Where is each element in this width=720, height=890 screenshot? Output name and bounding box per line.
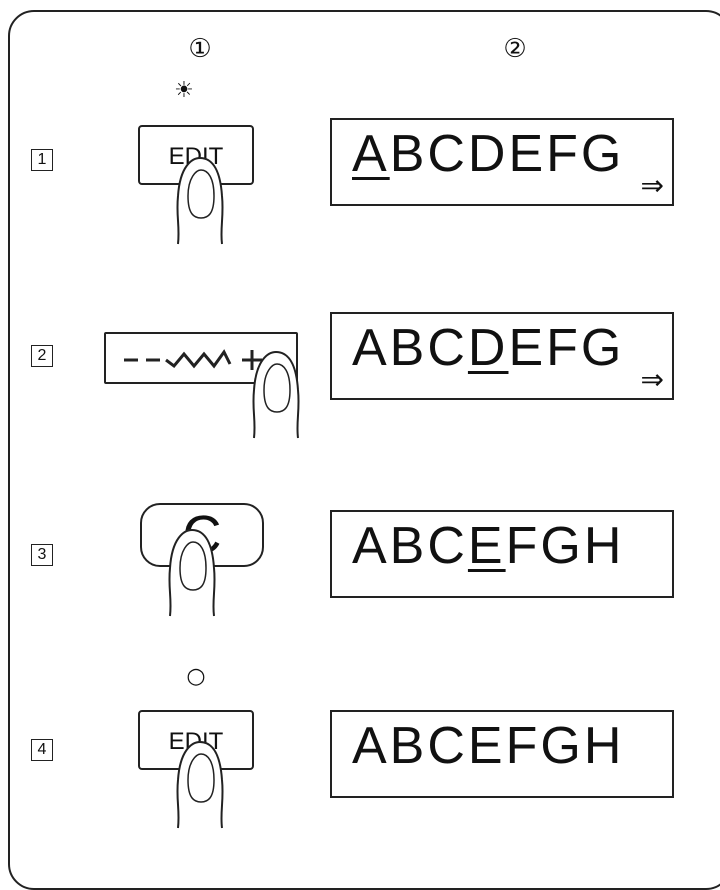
led-off-indicator-icon: ○: [186, 664, 206, 689]
text-after-cursor: FGH: [505, 517, 625, 575]
led-on-indicator-icon: ☀: [174, 78, 194, 103]
lcd-display-step-3: ABCEFGH: [330, 510, 674, 598]
stitch-width-symbol-icon: [124, 349, 262, 370]
text-before-cursor: ABC: [352, 319, 468, 377]
text-after-cursor: BCDEFG: [389, 125, 625, 183]
text-before-cursor: ABC: [352, 517, 468, 575]
column-1-header: ①: [188, 34, 212, 64]
text-before-cursor: ABCEFGH: [352, 717, 625, 775]
cursor-character: D: [467, 319, 509, 377]
cursor-character: A: [352, 125, 390, 183]
step-2-number: 2: [31, 345, 53, 367]
column-2-header: ②: [503, 34, 527, 64]
edit-button[interactable]: EDIT: [138, 125, 254, 185]
lcd-text: ABCDEFG: [352, 318, 624, 378]
step-3-number: 3: [31, 544, 53, 566]
scroll-right-arrow-icon: ⇒: [640, 363, 664, 396]
step-4-number: 4: [31, 739, 53, 761]
lcd-text: ABCDEFG: [352, 124, 624, 184]
finger-icon: [252, 350, 300, 439]
finger-icon: [176, 740, 224, 829]
lcd-display-step-2: ABCDEFG ⇒: [330, 312, 674, 400]
step-1-number: 1: [31, 149, 53, 171]
cursor-character: E: [467, 517, 506, 575]
finger-icon: [168, 528, 216, 617]
lcd-text: ABCEFGH: [352, 516, 624, 576]
lcd-display-step-4: ABCEFGH: [330, 710, 674, 798]
finger-icon: [176, 156, 224, 245]
lcd-text: ABCEFGH: [352, 716, 624, 776]
lcd-display-step-1: ABCDEFG ⇒: [330, 118, 674, 206]
text-after-cursor: EFG: [508, 319, 625, 377]
scroll-right-arrow-icon: ⇒: [640, 169, 664, 202]
